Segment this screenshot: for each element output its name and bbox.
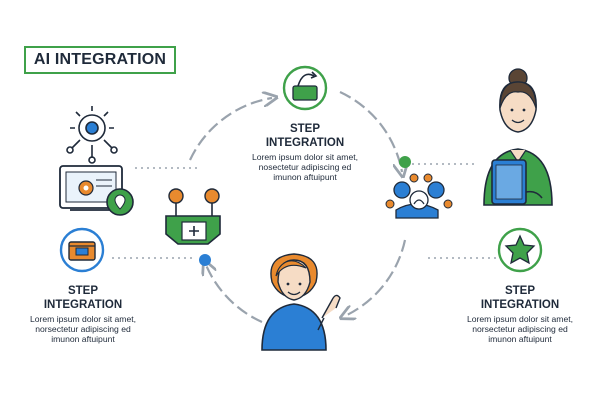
step-title-line1: STEP [289,123,321,135]
step-description-line: Lorem ipsum dolor sit amet, [251,152,359,162]
woman-with-tablet-illustration [483,68,553,206]
step-description-line: Lorem ipsum dolor sit amet, [466,314,574,324]
step-description-line: imunon aftuipunt [273,172,337,182]
location-pin-icon [106,188,134,216]
woman-waving-illustration [261,253,341,351]
connector-lines [112,163,498,259]
page-title-text: AI INTEGRATION [33,51,167,68]
cycle-arrow-bottom-left [206,265,263,324]
step-title-line1: STEP [504,285,536,297]
step-title-line1: STEP [67,285,99,297]
step-description-line: imunon aftuipunt [488,334,552,344]
page-title: AI INTEGRATION [24,46,176,74]
cycle-arrow-top [189,98,272,161]
step-description: Lorem ipsum dolor sit amet, norsectetur … [455,314,585,344]
gear-brain-icon [66,106,118,164]
dot-green [399,156,411,168]
step-description: Lorem ipsum dolor sit amet, norsectetur … [18,314,148,344]
folder-icon [59,227,105,273]
step-description-line: norsectetur adipiscing ed [35,324,131,334]
step-description-line: nosectetur adipiscing ed [258,162,352,172]
step-description-line: norsectetur adipiscing ed [472,324,568,334]
people-network-icon [385,173,453,219]
step-title-line2: INTEGRATION [265,137,345,149]
star-badge-icon [497,227,543,273]
circuit-network-icon [165,188,221,245]
dot-blue [199,254,211,266]
step-card-left: STEP INTEGRATION Lorem ipsum dolor sit a… [18,284,148,344]
step-card-top: STEP INTEGRATION Lorem ipsum dolor sit a… [240,122,370,182]
cycle-arrow-right [339,91,402,172]
chat-hand-icon [282,65,328,111]
step-description: Lorem ipsum dolor sit amet, nosectetur a… [240,152,370,182]
cycle-arrow-bottom-right [345,239,407,316]
step-description-line: Lorem ipsum dolor sit amet, [29,314,137,324]
cycle-arrows [189,91,407,324]
step-title-line2: INTEGRATION [480,299,560,311]
step-card-right: STEP INTEGRATION Lorem ipsum dolor sit a… [455,284,585,344]
step-description-line: imunon aftuipunt [51,334,115,344]
step-title-line2: INTEGRATION [43,299,123,311]
